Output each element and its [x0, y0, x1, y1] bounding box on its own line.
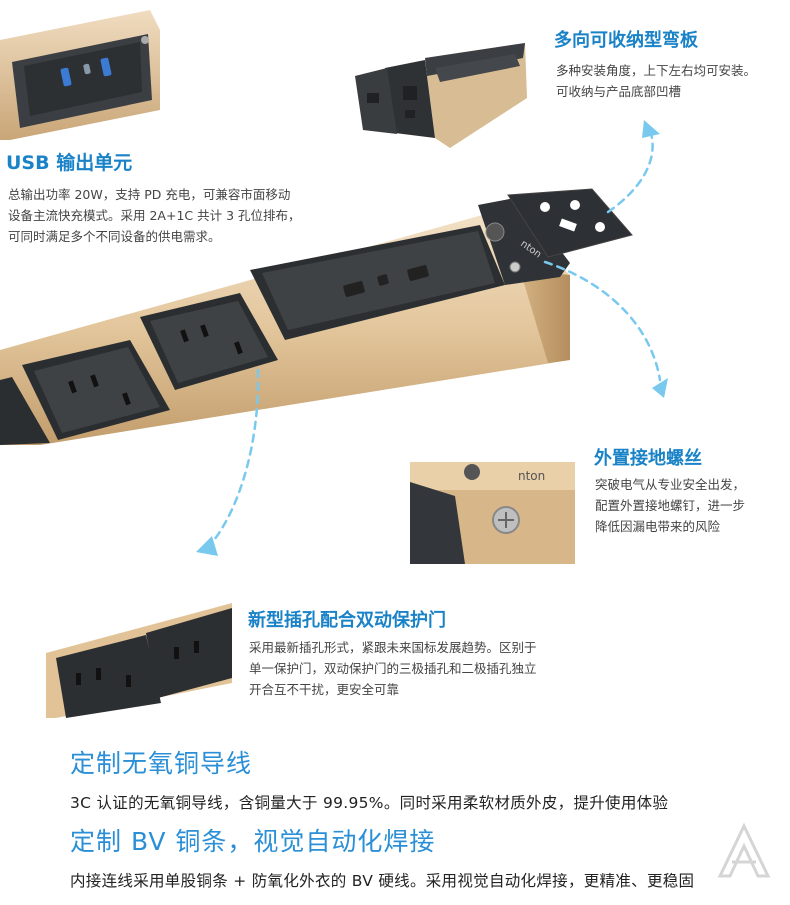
shutter-line: 开合互不干扰，更安全可靠 — [249, 682, 400, 697]
shutter-description: 采用最新插孔形式，紧跟未来国标发展趋势。区别于 单一保护门，双动保护门的三极插孔… — [249, 637, 629, 700]
ground-screw-closeup-image: nton — [410, 462, 575, 564]
shutter-line: 采用最新插孔形式，紧跟未来国标发展趋势。区别于 — [249, 640, 537, 655]
socket-closeup-image — [46, 603, 232, 718]
bracket-closeup-image — [355, 38, 530, 153]
shutter-title: 新型插孔配合双动保护门 — [248, 610, 446, 631]
usb-line: 设备主流快充模式。采用 2A+1C 共计 3 孔位排布， — [8, 208, 301, 223]
ground-line: 降低因漏电带来的风险 — [595, 519, 721, 534]
ground-line: 配置外置接地螺钉，进一步 — [595, 498, 746, 513]
usb-closeup-image — [0, 0, 160, 140]
bracket-title: 多向可收纳型弯板 — [554, 30, 698, 51]
bracket-line: 可收纳与产品底部凹槽 — [556, 84, 682, 99]
usb-line: 可同时满足多个不同设备的供电需求。 — [8, 229, 221, 244]
shutter-line: 单一保护门，双动保护门的三极插孔和二极插孔独立 — [249, 661, 537, 676]
usb-description: 总输出功率 20W，支持 PD 充电，可兼容市面移动 设备主流快充模式。采用 2… — [8, 184, 368, 247]
ground-title: 外置接地螺丝 — [594, 448, 702, 469]
main-strip-image: nton — [0, 185, 640, 445]
copper-bar-text: 内接连线采用单股铜条 + 防氧化外衣的 BV 硬线。采用视觉自动化焊接，更精准、… — [70, 872, 695, 890]
usb-title: USB 输出单元 — [6, 152, 133, 174]
ground-brand-text: nton — [518, 469, 545, 483]
ground-line: 突破电气从专业安全出发， — [595, 477, 746, 492]
copper-bar-title: 定制 BV 铜条，视觉自动化焊接 — [70, 827, 436, 856]
bracket-description: 多种安装角度，上下左右均可安装。 可收纳与产品底部凹槽 — [556, 60, 786, 102]
copper-wire-text: 3C 认证的无氧铜导线，含铜量大于 99.95%。同时采用柔软材质外皮，提升使用… — [70, 794, 669, 812]
usb-line: 总输出功率 20W，支持 PD 充电，可兼容市面移动 — [8, 187, 291, 202]
bracket-line: 多种安装角度，上下左右均可安装。 — [556, 63, 757, 78]
copper-wire-title: 定制无氧铜导线 — [70, 749, 253, 778]
ground-description: 突破电气从专业安全出发， 配置外置接地螺钉，进一步 降低因漏电带来的风险 — [595, 474, 785, 537]
watermark-logo — [714, 822, 774, 882]
